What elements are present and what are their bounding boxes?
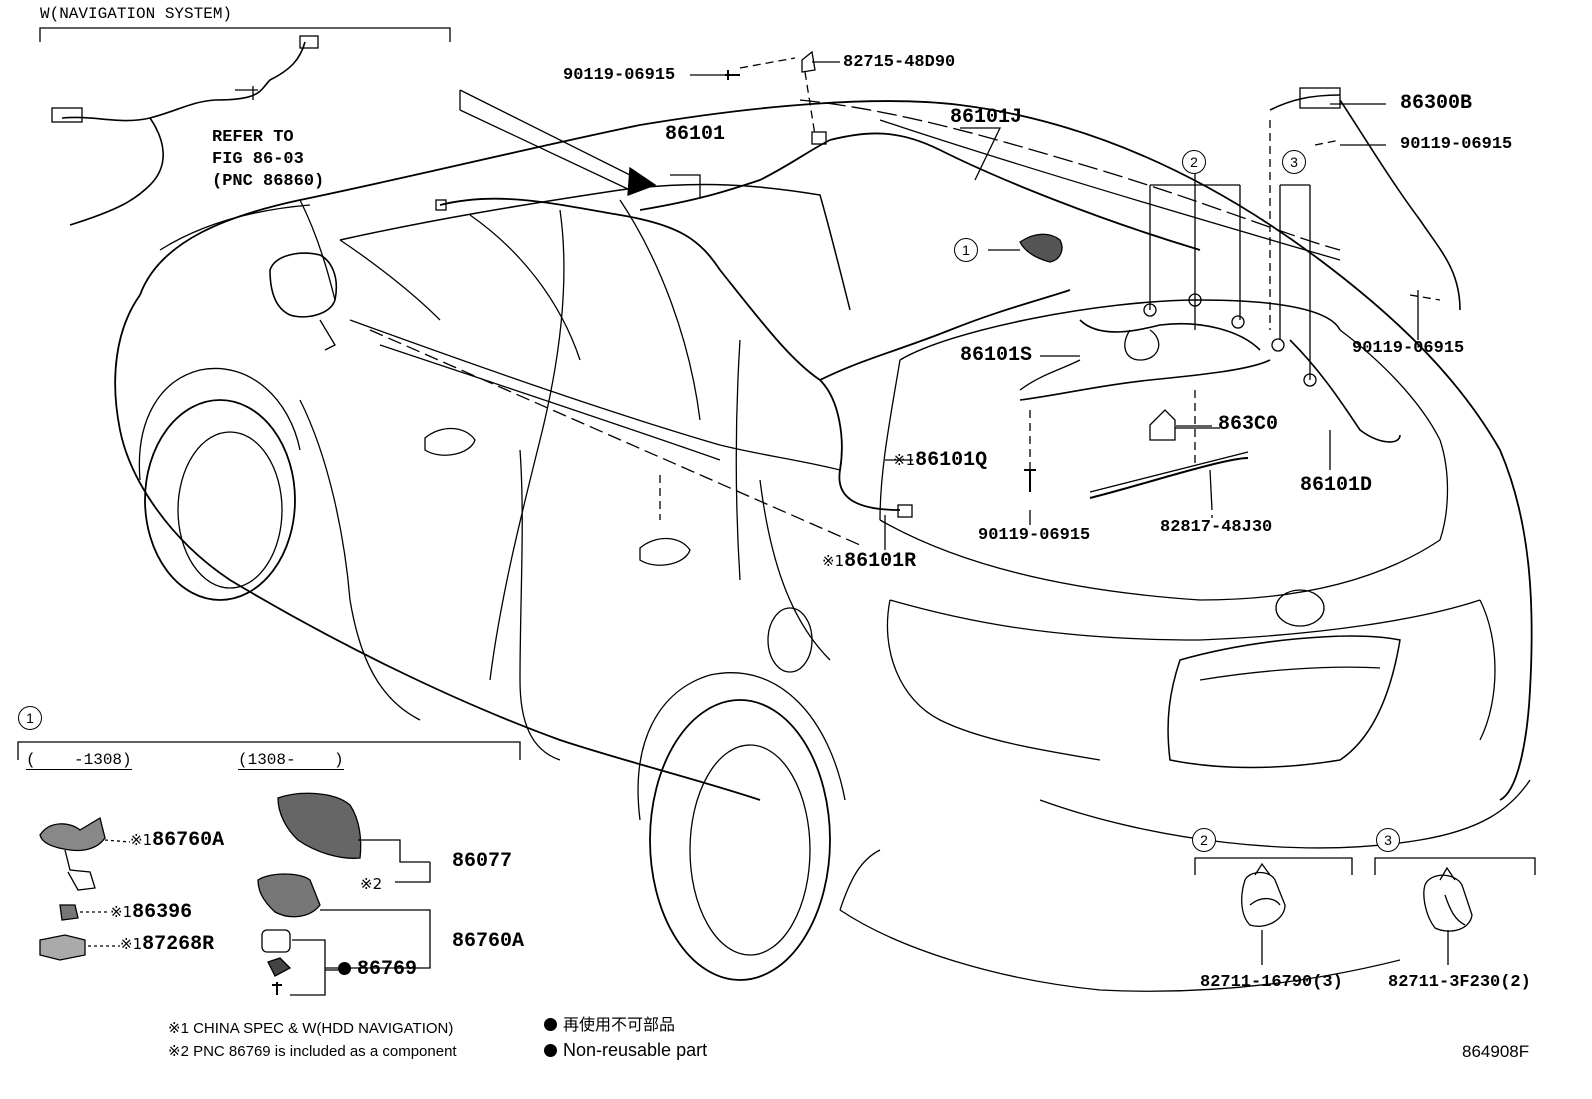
part-86101Q-code: 86101Q [915,449,988,472]
refer-line-2: FIG 86-03 [212,150,304,169]
callout-3: 3 [1282,150,1306,174]
inset-1-range-b: (1308- ) [238,751,344,770]
part-90119-mid[interactable]: 90119-06915 [978,526,1091,545]
legend-non-reusable-jp: 再使用不可部品 [544,1017,675,1033]
refer-line-1: REFER TO [212,128,294,147]
part-90119-right1[interactable]: 90119-06915 [1400,135,1513,154]
china-spec-mark: ※1 [893,451,916,469]
callout-1: 1 [954,238,978,262]
part-82715[interactable]: 82715-48D90 [843,53,956,72]
part-87268R[interactable]: ※187268R [120,934,214,955]
part-86769[interactable]: 86769 [338,960,417,980]
refer-line-3: (PNC 86860) [212,172,325,191]
part-82711-16790[interactable]: 82711-16790(3) [1200,973,1343,992]
china-spec-mark: ※1 [822,552,845,570]
footnote-included-component: ※2 PNC 86769 is included as a component [168,1043,457,1060]
part-87268R-code: 87268R [142,933,215,956]
china-spec-mark: ※1 [110,903,133,921]
part-86077[interactable]: 86077 [452,850,513,873]
part-86101R[interactable]: ※186101R [822,551,916,572]
part-86101J[interactable]: 86101J [950,106,1023,129]
non-reusable-dot-icon [544,1018,557,1031]
part-86769-code: 86769 [357,958,418,981]
part-86760A-b[interactable]: 86760A [452,930,525,953]
part-86101Q[interactable]: ※186101Q [893,450,987,471]
callout-2: 2 [1182,150,1206,174]
inset-1-range-a: ( -1308) [26,751,132,770]
part-86760A-a[interactable]: ※186760A [130,830,224,851]
non-reusable-dot-icon [544,1044,557,1057]
inset-3-callout: 3 [1376,828,1400,852]
footnote-china-spec: ※1 CHINA SPEC & W(HDD NAVIGATION) [168,1020,454,1037]
part-82817[interactable]: 82817-48J30 [1160,518,1273,537]
non-reusable-dot-icon [338,962,351,975]
nav-system-label: W(NAVIGATION SYSTEM) [40,5,233,23]
figure-id: 864908F [1462,1042,1530,1061]
china-spec-mark: ※1 [120,935,143,953]
legend-non-reusable-en: Non-reusable part [544,1040,708,1060]
legend-jp-text: 再使用不可部品 [563,1015,676,1034]
inset-1-callout: 1 [18,706,42,730]
china-spec-mark: ※1 [130,831,153,849]
inset-2-callout: 2 [1192,828,1216,852]
part-86101R-code: 86101R [844,550,917,573]
part-86396[interactable]: ※186396 [110,902,192,923]
legend-en-text: Non-reusable part [563,1040,708,1060]
part-863C0[interactable]: 863C0 [1218,413,1279,436]
part-86101[interactable]: 86101 [665,123,726,146]
part-82711-3F230[interactable]: 82711-3F230(2) [1388,973,1531,992]
part-86396-code: 86396 [132,901,193,924]
included-component-mark: ※2 [360,875,383,893]
part-90119-top[interactable]: 90119-06915 [563,66,676,85]
part-86760A-a-code: 86760A [152,829,225,852]
part-90119-right2[interactable]: 90119-06915 [1352,339,1465,358]
part-86101S[interactable]: 86101S [960,344,1033,367]
part-86101D[interactable]: 86101D [1300,474,1373,497]
part-86300B[interactable]: 86300B [1400,92,1473,115]
